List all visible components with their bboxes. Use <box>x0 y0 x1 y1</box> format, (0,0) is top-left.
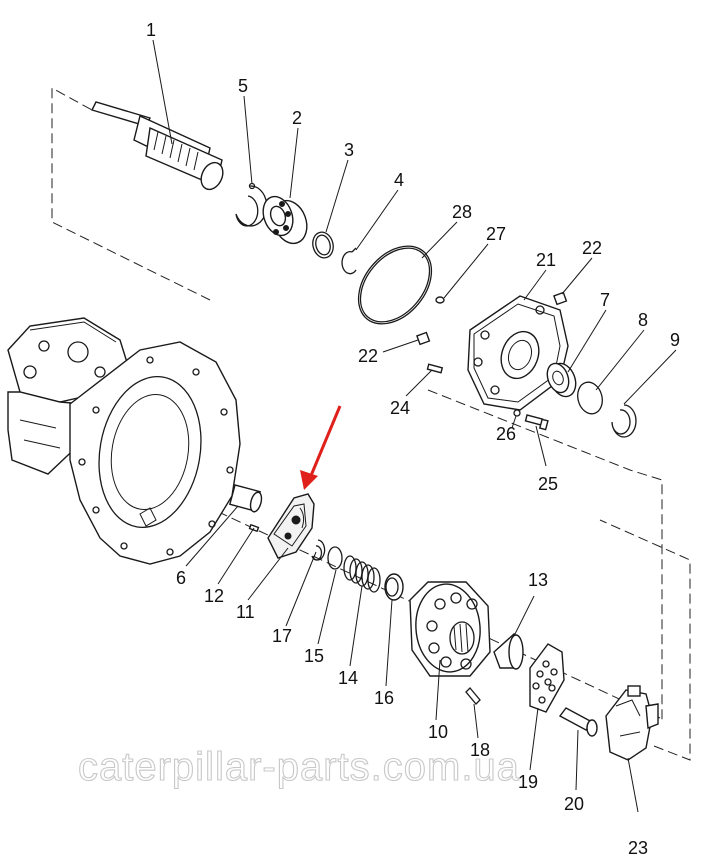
callout-10: 10 <box>428 722 448 742</box>
part-3-ring <box>312 231 334 259</box>
callout-20: 20 <box>564 794 584 814</box>
part-9-snap-ring <box>611 404 637 438</box>
part-27-pin <box>435 296 445 304</box>
part-28-o-ring <box>357 245 433 325</box>
callout-18: 18 <box>470 740 490 760</box>
callout-5: 5 <box>238 76 248 96</box>
part-15-ring <box>327 546 343 570</box>
part-10-cylinder-block <box>409 581 491 677</box>
highlight-arrow <box>300 405 342 490</box>
part-2-bearing <box>262 195 308 245</box>
part-25-bolt <box>524 414 549 431</box>
callout-17: 17 <box>272 626 292 646</box>
callout-2: 2 <box>292 108 302 128</box>
callout-26: 26 <box>496 424 516 444</box>
callout-27: 27 <box>486 224 506 244</box>
callout-11: 11 <box>236 602 255 622</box>
part-16-collar <box>384 573 404 601</box>
callout-15: 15 <box>304 646 324 666</box>
callout-23: 23 <box>628 838 648 858</box>
part-13-bushing <box>493 632 524 670</box>
part-14-spring <box>343 555 381 593</box>
assembly-frame-lines <box>51 87 691 761</box>
part-7-bearing <box>546 362 577 398</box>
callout-28: 28 <box>452 202 472 222</box>
callout-21: 21 <box>536 250 556 270</box>
part-22-plug-lower <box>416 331 431 346</box>
callout-6: 6 <box>176 568 186 588</box>
part-11-valve-plate <box>267 493 315 559</box>
pump-housing <box>7 317 241 565</box>
callout-13: 13 <box>528 570 548 590</box>
part-23-piston-shoe <box>605 685 659 761</box>
callout-22-lower: 22 <box>358 346 378 366</box>
callout-8: 8 <box>638 310 648 330</box>
part-21-cover <box>467 295 569 411</box>
callout-12: 12 <box>204 586 224 606</box>
part-17-snap-ring <box>311 539 326 561</box>
watermark-text: caterpillar-parts.com.ua <box>78 745 520 789</box>
callout-14: 14 <box>338 668 358 688</box>
part-4-snap-ring <box>341 247 357 275</box>
callout-24: 24 <box>390 398 410 418</box>
part-5-snap-ring <box>235 185 268 227</box>
callout-4: 4 <box>394 170 404 190</box>
part-22-plug-upper <box>553 291 568 306</box>
part-1-shaft <box>91 101 224 191</box>
callout-7: 7 <box>600 290 610 310</box>
callout-25: 25 <box>538 474 558 494</box>
callout-22-upper: 22 <box>582 238 602 258</box>
callout-9: 9 <box>670 330 680 350</box>
callout-16: 16 <box>374 688 394 708</box>
part-19-retainer-plate <box>529 643 565 713</box>
part-26-washer <box>513 409 521 417</box>
part-6-bushing <box>228 484 263 513</box>
leader-lines <box>152 39 677 813</box>
callout-labels: 1 2 3 4 5 6 7 8 9 10 11 12 13 14 15 16 1… <box>146 20 680 858</box>
callout-1: 1 <box>146 20 156 40</box>
callout-3: 3 <box>344 140 354 160</box>
part-18-pin <box>465 687 481 705</box>
part-8-ring <box>577 381 603 415</box>
part-20-shaft <box>558 707 598 737</box>
part-24-pin <box>426 363 444 374</box>
callout-19: 19 <box>518 772 538 792</box>
